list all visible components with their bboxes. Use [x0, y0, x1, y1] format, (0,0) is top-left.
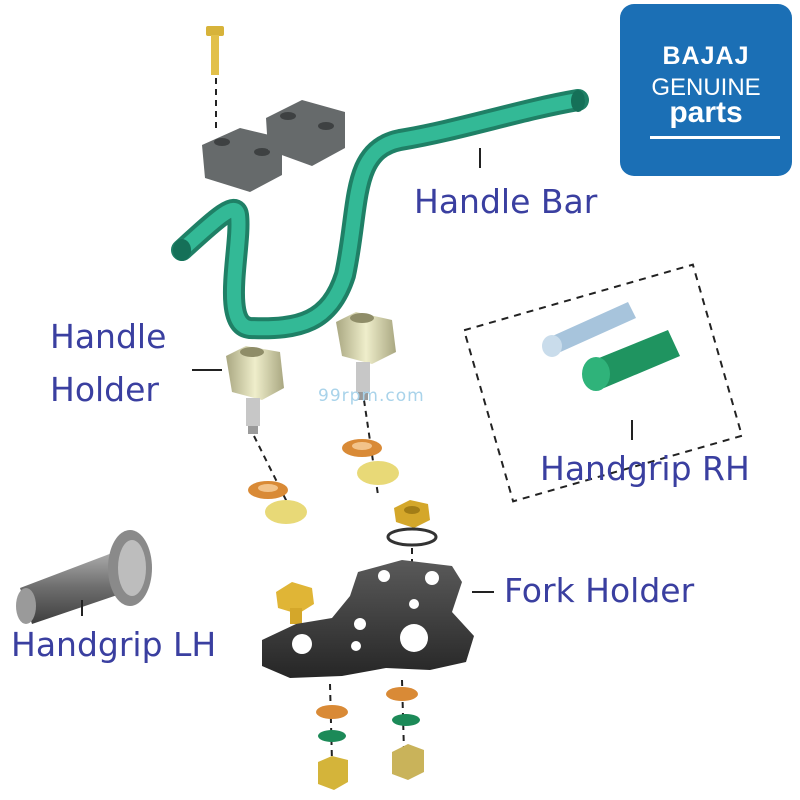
handle-holder-right [336, 312, 396, 400]
handle-bar-tube [171, 89, 589, 340]
handgrip-rh-box [462, 263, 744, 503]
top-clamp-left [202, 128, 282, 192]
logo-line2: parts [669, 96, 743, 129]
label-handgrip-rh: Handgrip RH [540, 449, 750, 488]
bottom-stack-left [316, 683, 348, 790]
holder-guide-left [253, 435, 291, 509]
bottom-stack-right [386, 679, 424, 780]
logo-underline [650, 136, 780, 139]
label-handle-holder-line1: Handle [50, 317, 167, 356]
bajaj-genuine-parts-logo: BAJAJ GENUINE parts [620, 4, 792, 176]
label-handle-holder-line2: Holder [50, 370, 159, 409]
handle-holder-left [226, 346, 284, 434]
handgrip-rh-throttle-tube [542, 302, 636, 357]
watermark: 99rpm.com [318, 386, 425, 406]
logo-brand: BAJAJ [662, 42, 750, 70]
handgrip-lh [16, 530, 152, 624]
fork-holder-plate [262, 560, 474, 678]
top-bolt [206, 26, 224, 75]
logo-line1: GENUINE [651, 74, 761, 101]
washer-set-right [342, 439, 399, 485]
washer-set-left [248, 481, 307, 524]
label-handgrip-lh: Handgrip LH [11, 625, 217, 664]
fork-holder-side-bolt [276, 582, 314, 624]
label-fork-holder: Fork Holder [504, 571, 695, 610]
top-clamp-right [266, 100, 345, 166]
fork-holder-top-nut [386, 500, 438, 547]
label-handle-bar: Handle Bar [414, 182, 598, 221]
handgrip-rh-grip [582, 330, 680, 391]
